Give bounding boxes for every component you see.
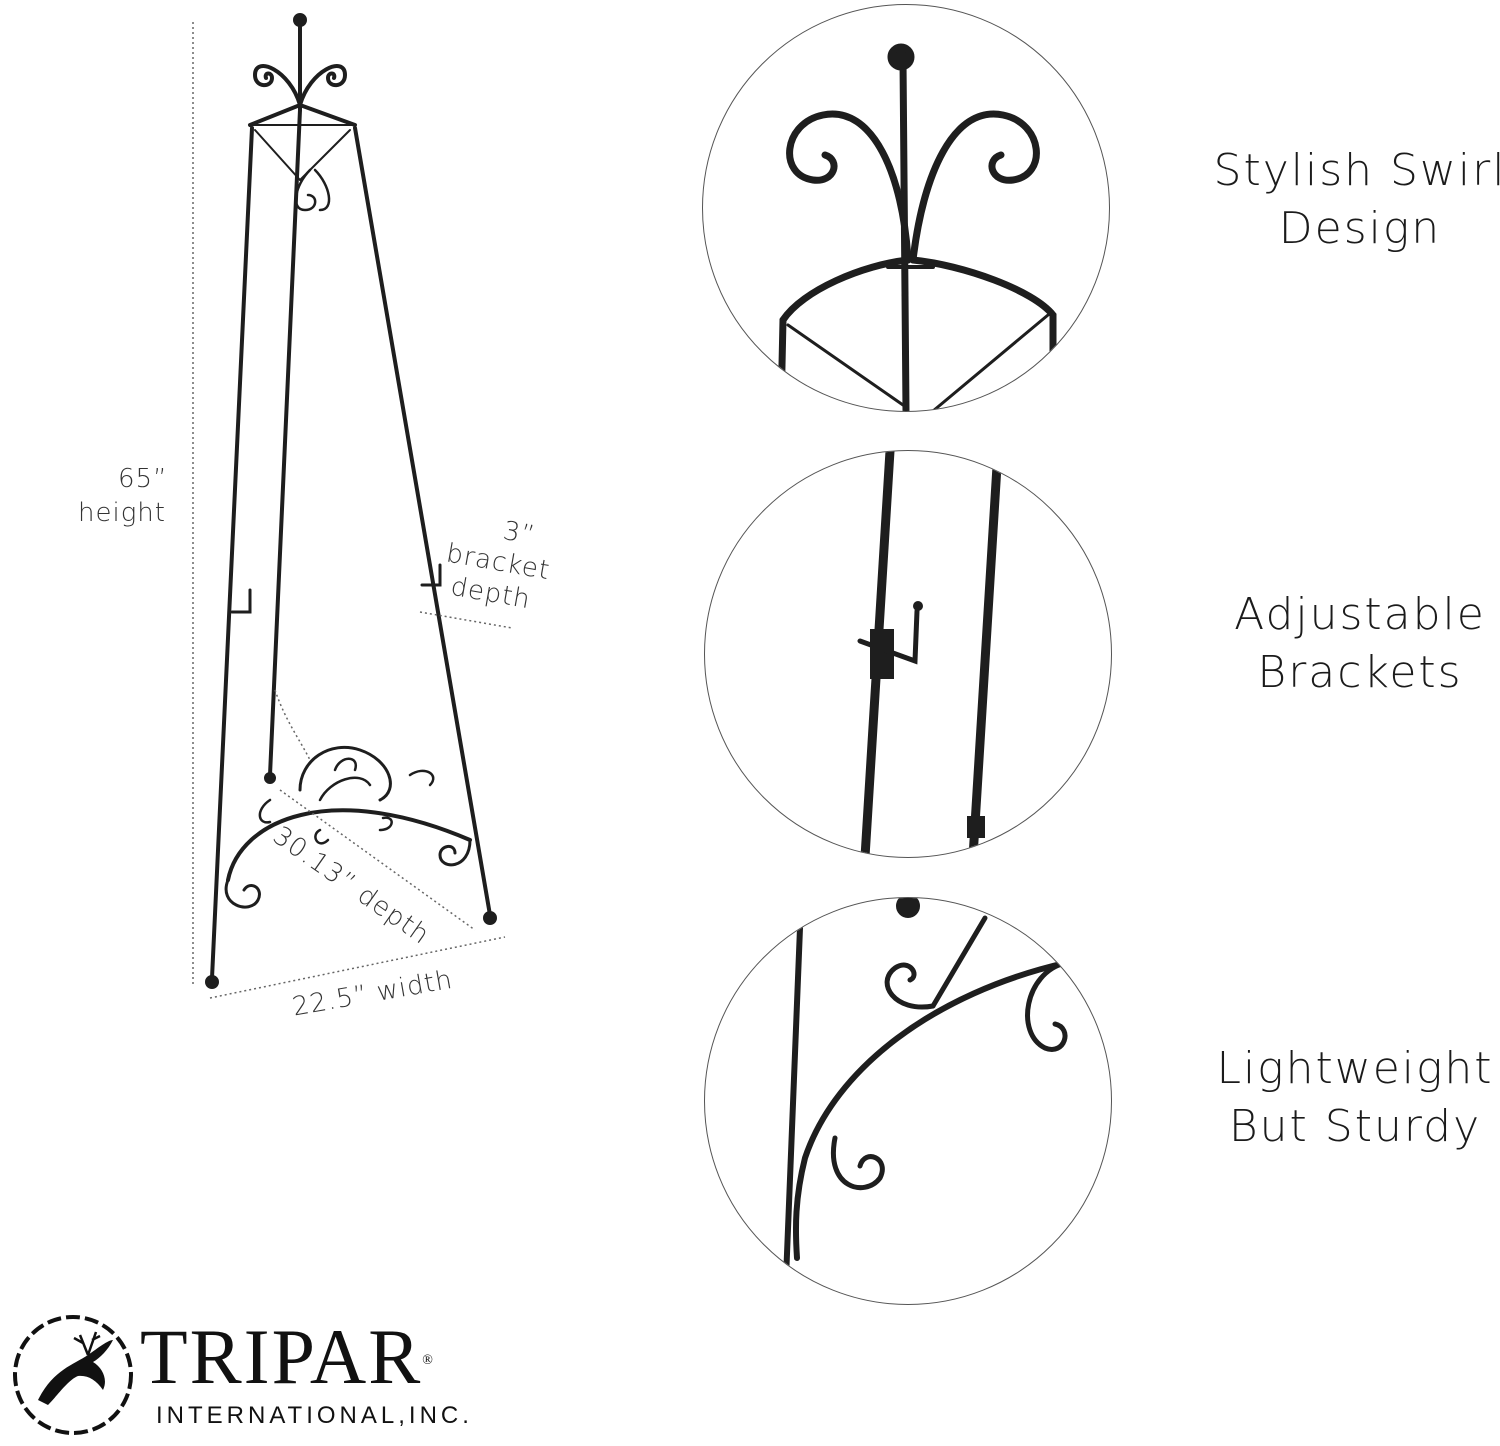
feature-adjustable-brackets: Adjustable Brackets — [1180, 586, 1500, 702]
easel-illustration — [0, 0, 620, 1040]
feature-brackets-line2: Brackets — [1257, 647, 1463, 698]
feature-swirl-line1: Stylish Swirl — [1213, 145, 1500, 196]
detail-circle-sturdy — [704, 897, 1112, 1305]
easel-drawing — [192, 13, 513, 999]
sturdy-detail-image — [782, 898, 1068, 1304]
feature-lightweight-sturdy: Lightweight But Sturdy — [1175, 1040, 1500, 1156]
brand-subtitle: INTERNATIONAL,INC. — [156, 1402, 473, 1429]
height-dimension-value: 65” — [118, 464, 168, 494]
brand-name-text: TRIPAR — [140, 1313, 423, 1400]
leaping-deer-emblem-icon — [13, 1315, 133, 1435]
brand-logo: TRIPAR® INTERNATIONAL,INC. — [8, 1310, 478, 1440]
swirl-detail-image — [777, 43, 1057, 411]
registered-mark: ® — [422, 1353, 435, 1368]
feature-sturdy-line1: Lightweight — [1216, 1043, 1494, 1094]
detail-circle-swirl — [702, 4, 1110, 412]
brackets-detail-image — [857, 451, 1002, 857]
feature-brackets-line1: Adjustable — [1234, 589, 1486, 640]
feature-sturdy-line2: But Sturdy — [1228, 1101, 1482, 1152]
feature-swirl-design: Stylish Swirl Design — [1180, 142, 1500, 258]
height-dimension-label: height — [78, 498, 166, 528]
brand-name: TRIPAR® — [140, 1318, 435, 1396]
detail-circle-brackets — [704, 450, 1112, 858]
feature-swirl-line2: Design — [1278, 203, 1442, 254]
